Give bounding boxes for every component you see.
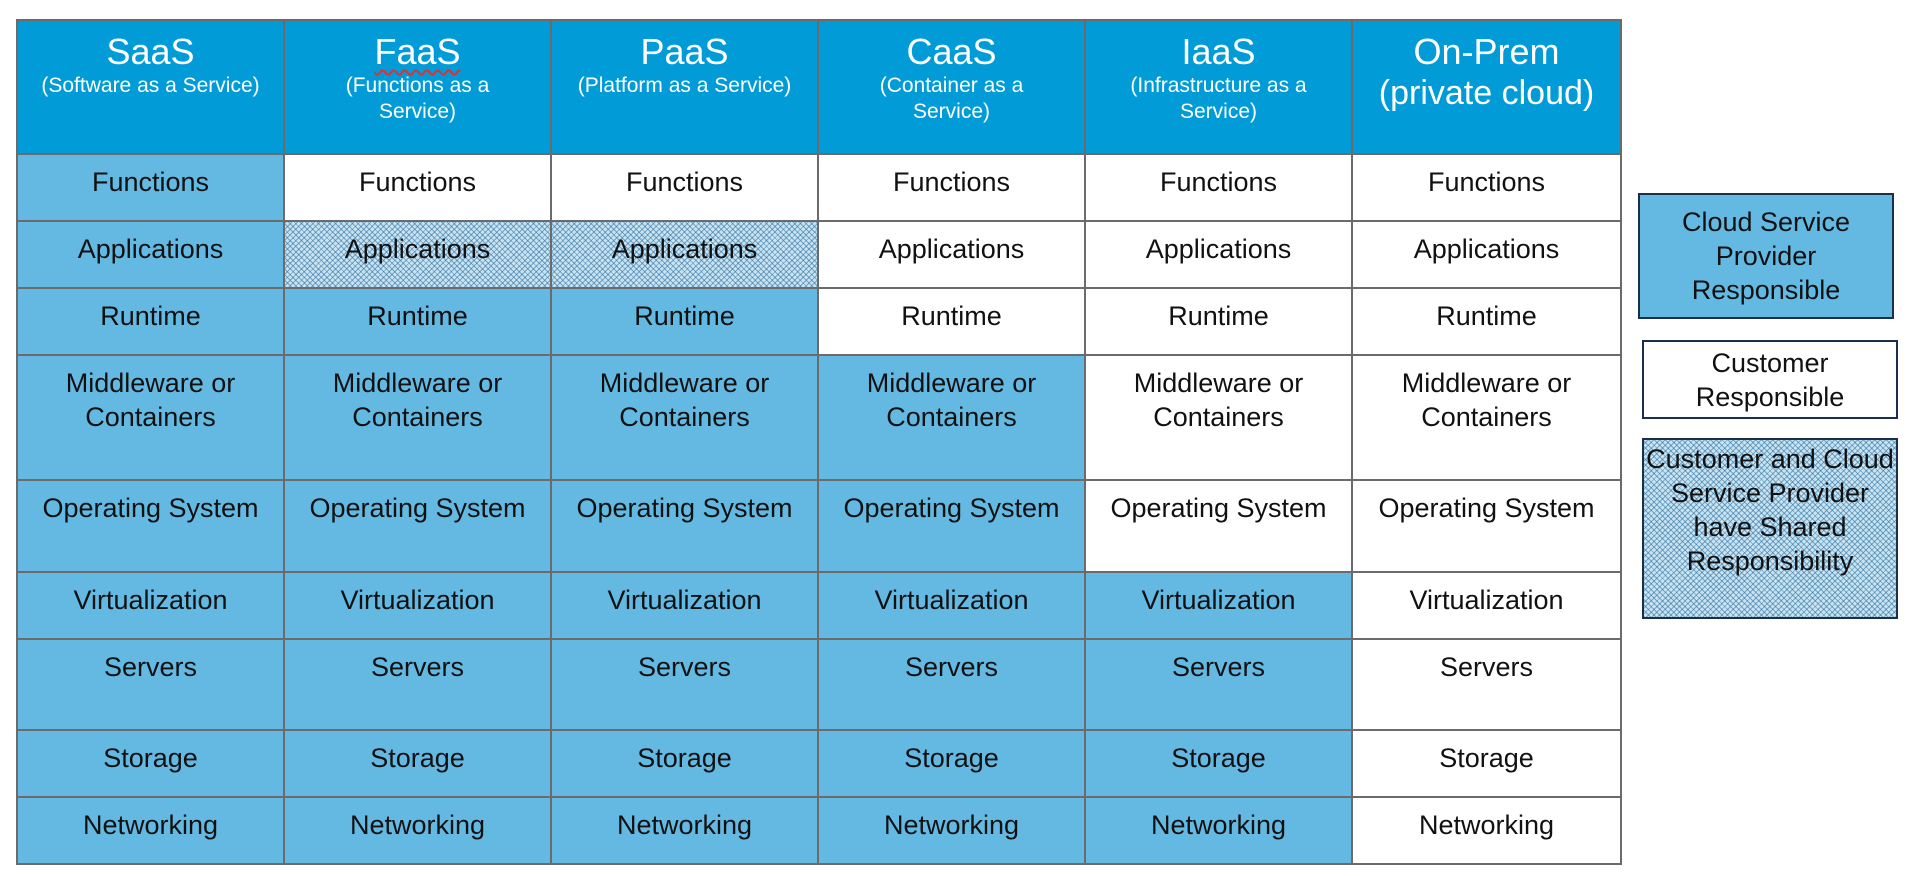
col-subtitle-faas: (Functions as a Service) xyxy=(345,74,490,123)
cell-saas-provider: Networking xyxy=(16,796,285,865)
cell-iaas-customer: Runtime xyxy=(1084,287,1353,356)
cell-faas-shared: Applications xyxy=(283,220,552,289)
col-header-saas: SaaS (Software as a Service) xyxy=(16,19,285,155)
cell-caas-provider: Operating System xyxy=(817,479,1086,573)
cell-onprem-customer: Functions xyxy=(1351,153,1622,222)
cell-saas-provider: Middleware or Containers xyxy=(16,354,285,481)
cell-faas-customer: Functions xyxy=(283,153,552,222)
cell-saas-provider: Functions xyxy=(16,153,285,222)
cell-paas-provider: Operating System xyxy=(550,479,819,573)
col-header-caas: CaaS (Container as a Service) xyxy=(817,19,1086,155)
cell-faas-provider: Storage xyxy=(283,729,552,798)
cell-saas-provider: Runtime xyxy=(16,287,285,356)
legend-shared-responsibility: Customer and Cloud Service Provider have… xyxy=(1642,438,1898,619)
cell-iaas-provider: Virtualization xyxy=(1084,571,1353,640)
cell-caas-provider: Networking xyxy=(817,796,1086,865)
cell-onprem-customer: Middleware or Containers xyxy=(1351,354,1622,481)
cell-caas-customer: Functions xyxy=(817,153,1086,222)
cell-onprem-customer: Networking xyxy=(1351,796,1622,865)
col-title-saas: SaaS xyxy=(106,31,195,72)
cell-caas-provider: Storage xyxy=(817,729,1086,798)
cell-faas-provider: Virtualization xyxy=(283,571,552,640)
cell-paas-customer: Functions xyxy=(550,153,819,222)
cell-saas-provider: Operating System xyxy=(16,479,285,573)
cell-iaas-customer: Functions xyxy=(1084,153,1353,222)
cell-onprem-customer: Runtime xyxy=(1351,287,1622,356)
responsibility-matrix: SaaS (Software as a Service) FaaS (Funct… xyxy=(16,19,1622,865)
header-row: SaaS (Software as a Service) FaaS (Funct… xyxy=(16,19,1622,155)
cell-onprem-customer: Operating System xyxy=(1351,479,1622,573)
cell-onprem-customer: Storage xyxy=(1351,729,1622,798)
cell-iaas-provider: Networking xyxy=(1084,796,1353,865)
cell-iaas-customer: Middleware or Containers xyxy=(1084,354,1353,481)
col-subtitle-onprem: (private cloud) xyxy=(1378,74,1595,112)
col-subtitle-paas: (Platform as a Service) xyxy=(577,74,792,97)
cell-saas-provider: Applications xyxy=(16,220,285,289)
cell-iaas-provider: Storage xyxy=(1084,729,1353,798)
cell-paas-provider: Servers xyxy=(550,638,819,731)
col-title-iaas: IaaS xyxy=(1181,31,1256,72)
cell-onprem-customer: Servers xyxy=(1351,638,1622,731)
col-subtitle-caas: (Container as a Service) xyxy=(879,74,1024,123)
col-subtitle-iaas: (Infrastructure as a Service) xyxy=(1130,74,1307,123)
cell-faas-provider: Middleware or Containers xyxy=(283,354,552,481)
cell-paas-provider: Runtime xyxy=(550,287,819,356)
cell-paas-provider: Networking xyxy=(550,796,819,865)
cell-caas-customer: Runtime xyxy=(817,287,1086,356)
col-header-iaas: IaaS (Infrastructure as a Service) xyxy=(1084,19,1353,155)
col-header-onprem: On-Prem (private cloud) xyxy=(1351,19,1622,155)
legend-provider-responsible: Cloud Service Provider Responsible xyxy=(1638,193,1894,319)
cell-caas-provider: Middleware or Containers xyxy=(817,354,1086,481)
col-header-paas: PaaS (Platform as a Service) xyxy=(550,19,819,155)
col-title-caas: CaaS xyxy=(906,31,997,72)
cell-iaas-provider: Servers xyxy=(1084,638,1353,731)
cell-paas-provider: Virtualization xyxy=(550,571,819,640)
cell-faas-provider: Operating System xyxy=(283,479,552,573)
cell-caas-customer: Applications xyxy=(817,220,1086,289)
col-header-faas: FaaS (Functions as a Service) xyxy=(283,19,552,155)
cell-faas-provider: Servers xyxy=(283,638,552,731)
cell-saas-provider: Storage xyxy=(16,729,285,798)
col-title-onprem: On-Prem xyxy=(1413,31,1560,72)
cell-caas-provider: Virtualization xyxy=(817,571,1086,640)
col-subtitle-saas: (Software as a Service) xyxy=(41,74,260,97)
cell-paas-provider: Middleware or Containers xyxy=(550,354,819,481)
cell-caas-provider: Servers xyxy=(817,638,1086,731)
cell-iaas-customer: Applications xyxy=(1084,220,1353,289)
cell-saas-provider: Virtualization xyxy=(16,571,285,640)
legend-customer-responsible: Customer Responsible xyxy=(1642,340,1898,419)
cell-faas-provider: Networking xyxy=(283,796,552,865)
cell-onprem-customer: Virtualization xyxy=(1351,571,1622,640)
cell-onprem-customer: Applications xyxy=(1351,220,1622,289)
cell-paas-provider: Storage xyxy=(550,729,819,798)
col-title-paas: PaaS xyxy=(640,31,729,72)
cell-faas-provider: Runtime xyxy=(283,287,552,356)
cell-iaas-customer: Operating System xyxy=(1084,479,1353,573)
cell-paas-shared: Applications xyxy=(550,220,819,289)
cell-saas-provider: Servers xyxy=(16,638,285,731)
col-title-faas: FaaS xyxy=(374,31,461,72)
